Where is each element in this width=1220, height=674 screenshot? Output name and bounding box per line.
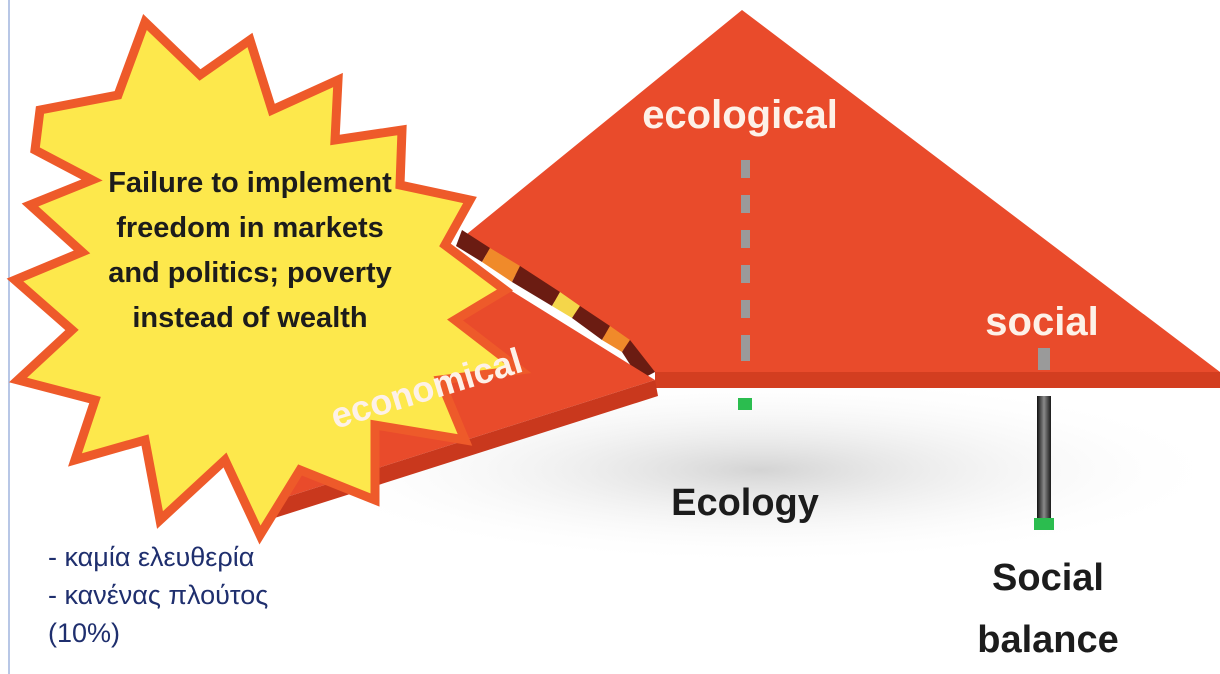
- ecology-pillar-base: [738, 398, 752, 410]
- social-pillar-base: [1034, 518, 1054, 530]
- ecology-label: Ecology: [671, 482, 819, 524]
- star-text-line-4: instead of wealth: [132, 302, 367, 334]
- star-text-line-3: and politics; poverty: [108, 257, 392, 289]
- note-percentage: (10%): [48, 618, 121, 648]
- star-text-line-2: freedom in markets: [116, 212, 384, 244]
- social-label: social: [985, 300, 1098, 344]
- ecology-dashed-pillar: [741, 160, 750, 361]
- left-border-line: [8, 0, 10, 674]
- social-balance-label-line-1: Social: [992, 557, 1104, 599]
- star-text-block: Failure to implement freedom in markets …: [108, 167, 392, 334]
- failure-star-burst: [6, 13, 532, 545]
- social-pillar: [1037, 396, 1051, 524]
- social-balance-label-line-2: balance: [977, 619, 1119, 661]
- note-no-wealth: - κανένας πλούτος: [48, 580, 269, 610]
- social-pillar-stub: [1038, 348, 1050, 370]
- note-no-freedom: - καμία ελευθερία: [48, 542, 255, 572]
- ecological-label: ecological: [642, 93, 838, 137]
- notes-list: - καμία ελευθερία - κανένας πλούτος (10%…: [48, 538, 268, 652]
- star-text-line-1: Failure to implement: [108, 167, 392, 199]
- roof-main: [462, 10, 1220, 388]
